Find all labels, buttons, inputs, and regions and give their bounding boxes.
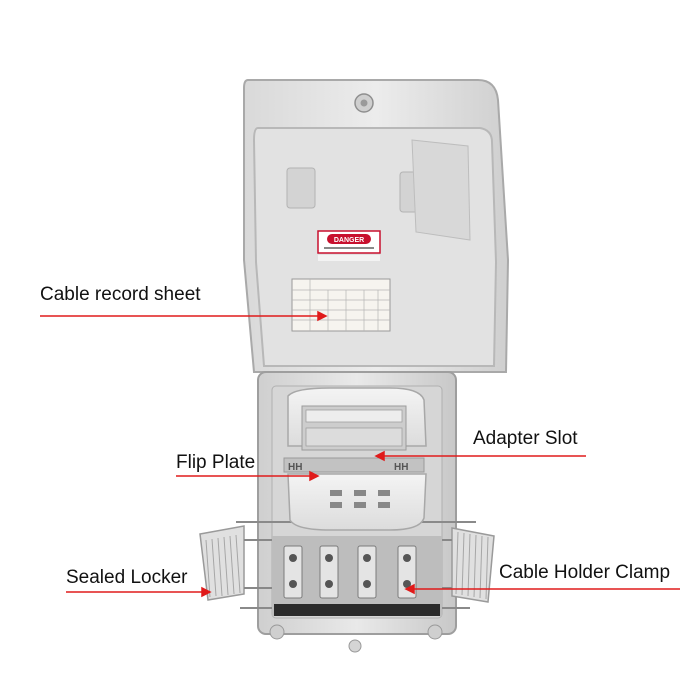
- enclosure-lid: DANGER: [243, 79, 510, 373]
- adapter-slot: [305, 409, 403, 447]
- adapter-slot-label: Adapter Slot: [473, 428, 578, 449]
- flip-plate-label: Flip Plate: [176, 452, 256, 473]
- svg-text:HH: HH: [394, 462, 408, 473]
- sealed-locker-label: Sealed Locker: [66, 567, 188, 588]
- cable-holder-clamp-label: Cable Holder Clamp: [499, 562, 671, 583]
- cable-record-sheet: [291, 278, 391, 332]
- sealed-locker-right: [442, 527, 495, 603]
- svg-text:HH: HH: [288, 462, 302, 473]
- danger-sign-text: DANGER: [334, 237, 364, 244]
- cable-record-sheet-label: Cable record sheet: [40, 284, 201, 305]
- cable-holder-clamps: [272, 536, 442, 616]
- flip-plate: HH HH: [283, 387, 427, 531]
- danger-label: DANGER: [317, 230, 381, 261]
- sealed-locker-left: [199, 525, 272, 601]
- callout-lines: [40, 310, 680, 598]
